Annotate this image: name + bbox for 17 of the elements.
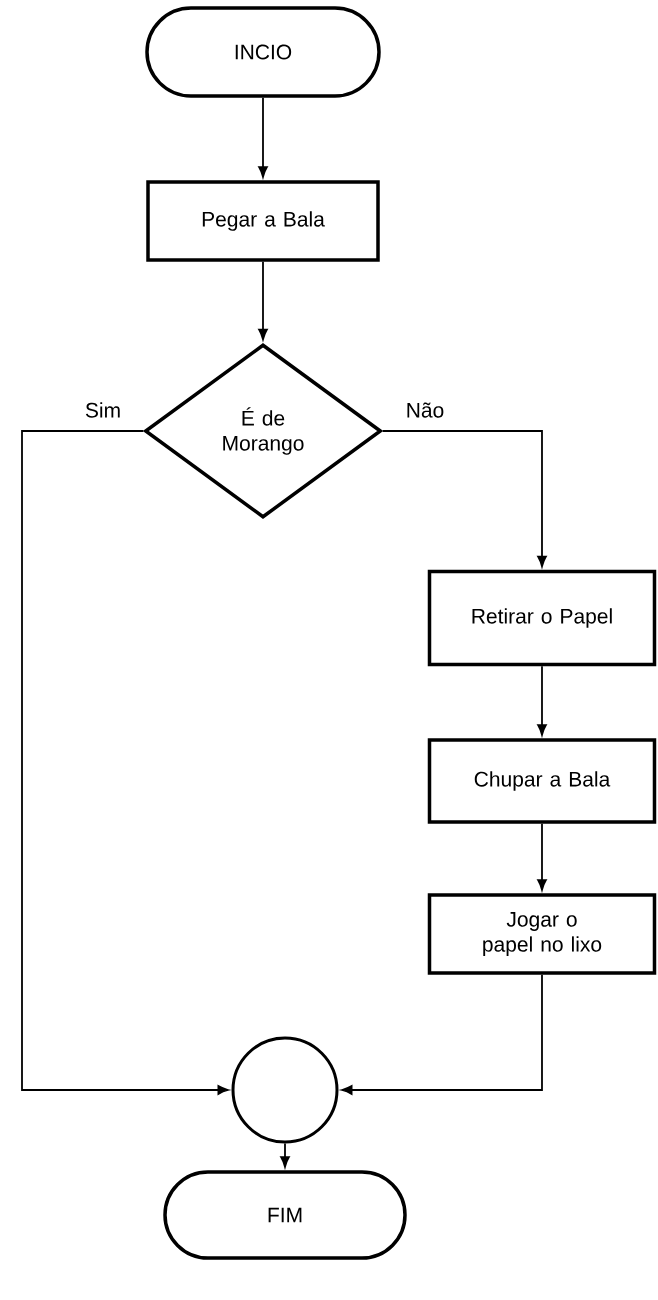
arrow	[381, 430, 547, 568]
arrow	[537, 822, 547, 891]
process-box: Pegar a Bala	[146, 180, 380, 262]
arrow	[341, 973, 543, 1095]
process-box: Retirar o Papel	[427, 569, 657, 667]
process-box: Chupar a Bala	[427, 738, 657, 824]
terminal-box: FIM	[163, 1170, 407, 1260]
connector-circle	[231, 1036, 339, 1144]
edge-label: Sim	[83, 401, 123, 419]
arrow	[258, 260, 268, 341]
edge-label: Não	[404, 401, 446, 419]
arrow	[258, 96, 268, 178]
arrow	[21, 430, 229, 1095]
terminal-box: INCIO	[145, 6, 381, 98]
arrow	[537, 665, 547, 736]
process-box: Jogar o papel no lixo	[427, 893, 657, 975]
arrow	[280, 1142, 290, 1168]
